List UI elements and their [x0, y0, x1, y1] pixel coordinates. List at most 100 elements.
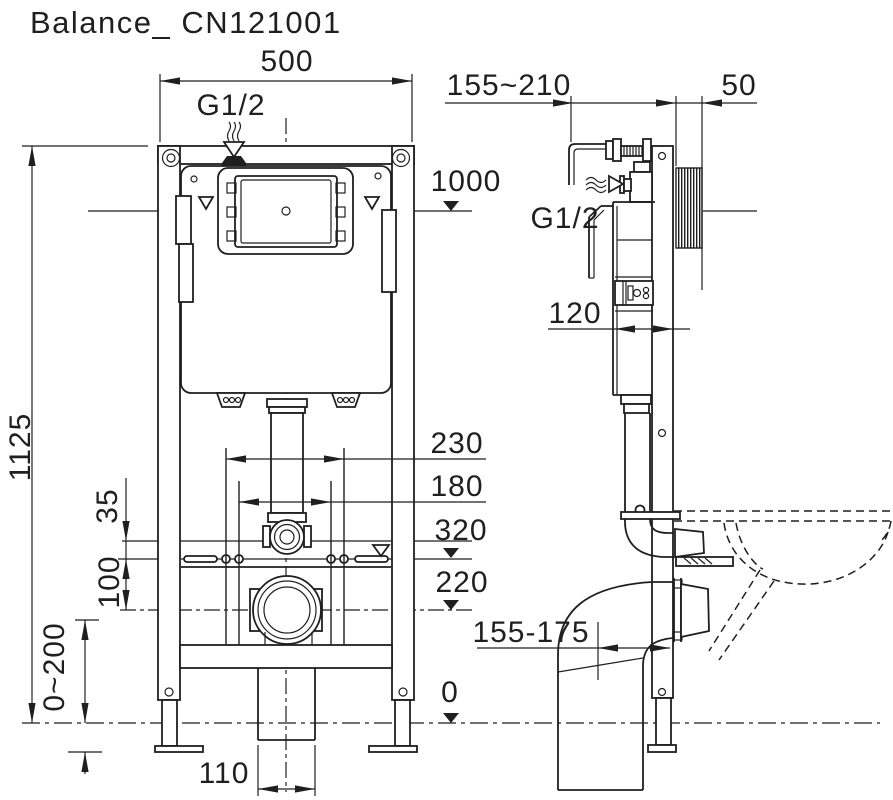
window-opening	[234, 175, 338, 248]
arrow-icon	[226, 455, 246, 463]
level-triangle-icon	[197, 196, 215, 211]
pipe-bracket	[620, 511, 681, 520]
rail-slot	[354, 555, 389, 563]
bowl-support-shelf	[675, 556, 734, 567]
inlet-hook-pipe	[573, 148, 612, 185]
window-clip-icon	[226, 206, 237, 218]
bowl-body-curve	[723, 522, 889, 585]
bowl-inner-curve	[735, 522, 764, 570]
dim-bolt-inner-label: 180	[430, 470, 483, 503]
outlet-hole-icon	[228, 396, 236, 404]
dim-inlet-range-label: 155~210	[447, 69, 572, 102]
side-leg	[655, 697, 672, 746]
cistern-profile	[588, 201, 655, 414]
dimensions: 500 G1/2 1000 1125 230 180 320 220	[4, 45, 757, 796]
drain-sleeve-cone	[680, 582, 710, 639]
arrow-icon	[598, 644, 618, 652]
arrow-icon	[122, 590, 130, 610]
window-clip-icon	[335, 182, 346, 194]
arrow-icon	[324, 455, 344, 463]
arrow-icon	[656, 99, 676, 107]
tank-screw-icon	[374, 172, 382, 180]
water-waves-icon	[585, 176, 607, 194]
water-inlet-funnel	[222, 121, 246, 166]
arrow-icon	[122, 521, 130, 541]
drain-socket	[263, 586, 311, 634]
dim-depth-label: 120	[548, 297, 601, 330]
dim-inlet-thread-label: G1/2	[196, 89, 265, 122]
pipe-body	[270, 412, 304, 514]
center-mark-icon	[281, 206, 291, 216]
window-clip-icon	[335, 230, 346, 242]
side-view	[557, 138, 892, 791]
right-leg	[394, 699, 411, 747]
arrow-icon	[295, 785, 315, 793]
leg-pin-hole-icon	[398, 687, 408, 697]
neck-collar	[623, 403, 650, 414]
outlet-hole-icon	[336, 396, 344, 404]
arrow-icon	[392, 77, 412, 85]
arrow-icon	[650, 644, 670, 652]
flush-pipe	[262, 398, 312, 555]
dim-level-0-label: 0	[441, 676, 459, 709]
shelf-ticks-icon	[683, 557, 713, 565]
wall-hatch	[675, 167, 703, 249]
level-triangle-icon	[363, 196, 381, 211]
arrow-icon	[81, 703, 89, 723]
window-clip-icon	[335, 206, 346, 218]
arrow-icon	[122, 559, 130, 579]
corner-screw-hole-icon	[391, 148, 411, 168]
arrow-icon	[553, 99, 573, 107]
thread-ticks-icon	[623, 146, 643, 156]
elbow-flange	[279, 529, 295, 545]
frame-profile	[651, 145, 674, 699]
arrow-icon	[702, 99, 722, 107]
mounting-frame	[157, 145, 415, 701]
left-bracket-lower	[178, 243, 194, 303]
side-drain	[557, 578, 710, 791]
level-marker-icon	[443, 600, 459, 610]
window-clip-icon	[226, 182, 237, 194]
side-foot-plate	[647, 744, 677, 753]
inlet-assembly	[568, 138, 652, 185]
dim-level-320-label: 320	[434, 514, 487, 547]
flange-ear	[262, 525, 271, 548]
dim-bolt-outer-label: 230	[430, 427, 483, 460]
funnel-icon	[222, 141, 246, 159]
arrow-icon	[81, 752, 89, 772]
steam-icon	[226, 121, 232, 142]
dim-offset-100-label: 100	[93, 555, 126, 608]
inlet-nut	[612, 138, 622, 162]
flange-ear	[303, 525, 312, 548]
level-marker-icon	[443, 201, 459, 211]
valve-body	[629, 171, 653, 203]
inlet-seat-icon	[222, 156, 246, 166]
frame-top-rail	[157, 145, 415, 165]
right-bracket	[381, 209, 397, 293]
adjustable-legs	[154, 699, 418, 753]
dim-offset-35-label: 35	[91, 488, 124, 523]
wc-bowl-outline	[674, 510, 892, 661]
cover-chamfer	[588, 205, 602, 218]
mechanism-hole-icon	[642, 286, 650, 294]
flow-arrow-icon	[608, 174, 625, 194]
tank-outlet-left	[215, 392, 247, 408]
drain-socket	[252, 575, 322, 645]
mechanism-hole-icon	[642, 292, 650, 300]
arrow-icon	[28, 703, 36, 723]
bowl-rim-end	[880, 520, 892, 542]
bowl-trapway-line	[708, 569, 761, 652]
tank-outlet-right	[330, 392, 362, 408]
fixing-rail	[181, 448, 391, 645]
dim-leg-adjust-label: 0~200	[38, 622, 71, 711]
front-view	[22, 118, 880, 792]
drawing-title: Balance_ CN121001	[30, 5, 342, 40]
cover-chamfer	[593, 209, 605, 221]
window-plate	[240, 179, 332, 244]
pipe-collar	[266, 398, 308, 408]
inlet-nut	[642, 138, 652, 162]
flush-elbow-outer	[624, 518, 674, 558]
drain-elbow-outer	[557, 581, 653, 790]
dim-drain-pipe-label: 110	[199, 757, 250, 790]
